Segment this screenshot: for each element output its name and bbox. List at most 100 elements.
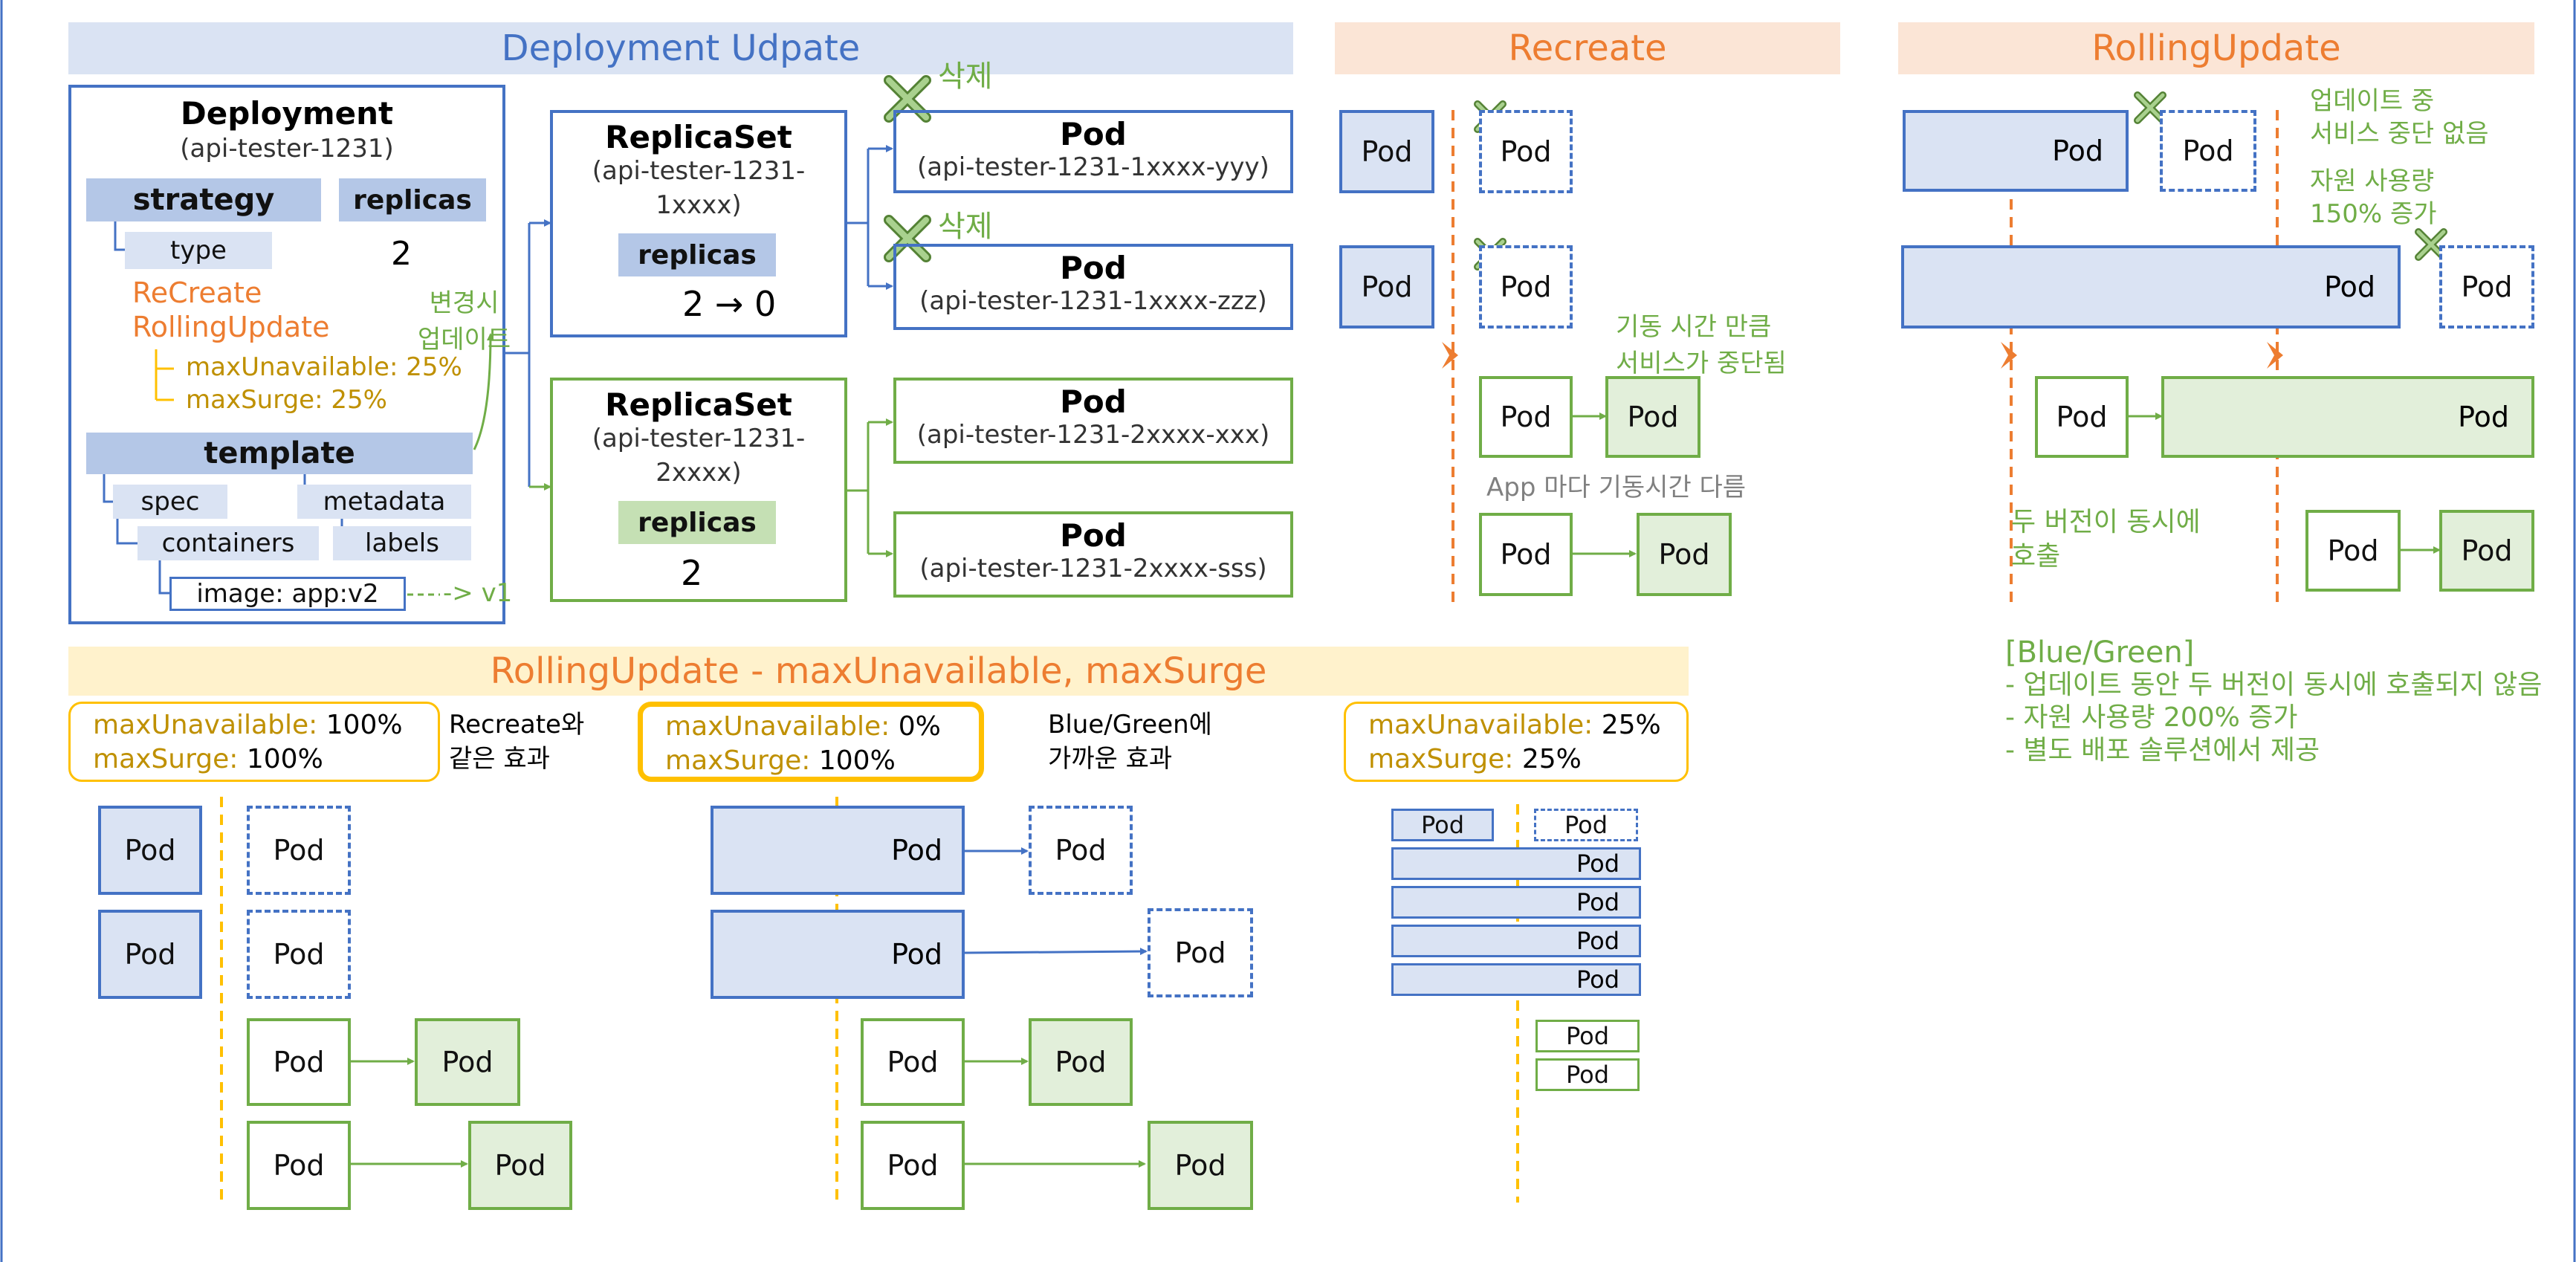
case-3-settings-box: maxUnavailable: 25% maxSurge: 25% bbox=[1344, 702, 1689, 782]
rolling-pod-ready-2: Pod bbox=[2439, 510, 2534, 592]
rollingupdate-banner: RollingUpdate bbox=[1898, 22, 2534, 74]
rolling-resource-line-2: 150% 증가 bbox=[2310, 199, 2437, 229]
case-2-note-line-2: 가까운 효과 bbox=[1048, 744, 1173, 774]
rolling-both-versions-line-1: 두 버전이 동시에 bbox=[2011, 507, 2201, 537]
image-old-version: -> v1 bbox=[443, 578, 513, 608]
bluegreen-line-1: - 업데이트 동안 두 버전이 동시에 호출되지 않음 bbox=[2005, 670, 2543, 700]
replicas-value: 2 bbox=[391, 235, 412, 273]
labels-label: labels bbox=[333, 526, 471, 560]
rolling-both-versions-note: 두 버전이 동시에 호출 bbox=[2011, 505, 2201, 574]
case-2-pod-ready-1: Pod bbox=[1029, 1018, 1133, 1106]
case-2-pod-new-1: Pod bbox=[861, 1018, 965, 1106]
case-1-ms-value: 100% bbox=[246, 744, 323, 774]
pod-1-name: (api-tester-1231-1xxxx-yyy) bbox=[917, 152, 1269, 182]
case-2-mu-key: maxUnavailable: bbox=[665, 711, 890, 742]
case-1-mu: maxUnavailable: 100% bbox=[93, 708, 438, 742]
replicaset-2-replicas-value: 2 bbox=[681, 553, 703, 593]
replicaset-1-title: ReplicaSet bbox=[605, 119, 792, 155]
rs1-to-pods-lines bbox=[847, 145, 893, 290]
case-1-pod-old-1: Pod bbox=[98, 806, 202, 895]
rolling-chevron-1 bbox=[2001, 342, 2017, 369]
change-note-line-2: 업데이트 bbox=[418, 325, 511, 355]
rolling-pod-old-1: Pod bbox=[1903, 110, 2129, 192]
recreate-pod-new-2: Pod bbox=[1479, 513, 1573, 596]
case-3-pod-old-1: Pod bbox=[1391, 809, 1494, 841]
rs2-to-pods-lines bbox=[847, 418, 893, 557]
rolling-both-versions-line-2: 호출 bbox=[2011, 541, 2061, 572]
case-1-note: Recreate와 같은 효과 bbox=[449, 708, 584, 776]
rolling-pod-new-1: Pod bbox=[2035, 376, 2129, 458]
case-1-note-line-1: Recreate와 bbox=[449, 710, 585, 740]
case-1-pod-new-2: Pod bbox=[247, 1121, 351, 1210]
case-3-mu: maxUnavailable: 25% bbox=[1368, 708, 1686, 742]
max-surge-setting: maxSurge: 25% bbox=[186, 385, 387, 415]
recreate-pod-ready-2: Pod bbox=[1637, 513, 1732, 596]
bottom-banner: RollingUpdate - maxUnavailable, maxSurge bbox=[68, 647, 1689, 696]
replicaset-1-box bbox=[550, 110, 847, 337]
replicaset-1-name-2: 1xxxx) bbox=[656, 190, 742, 220]
rolling-pod-old-2: Pod bbox=[1901, 245, 2401, 329]
case-3-mu-value: 25% bbox=[1601, 710, 1661, 740]
pod-4-name: (api-tester-1231-2xxxx-sss) bbox=[919, 554, 1267, 583]
pod-4-label: Pod bbox=[1060, 517, 1127, 554]
case-3-pod-new-1: Pod bbox=[1535, 1020, 1640, 1052]
rolling-resource-note: 자원 사용량 150% 증가 bbox=[2310, 165, 2437, 230]
case-2-note: Blue/Green에 가까운 효과 bbox=[1048, 708, 1212, 776]
replicaset-2-name-1: (api-tester-1231- bbox=[592, 424, 806, 453]
bluegreen-title: [Blue/Green] bbox=[2005, 635, 2195, 670]
rolling-no-downtime-line-1: 업데이트 중 bbox=[2310, 86, 2435, 116]
max-unavailable-setting: maxUnavailable: 25% bbox=[186, 352, 462, 382]
strategy-label: strategy bbox=[86, 178, 321, 221]
case-3-ms-key: maxSurge: bbox=[1368, 744, 1514, 774]
recreate-banner: Recreate bbox=[1335, 22, 1840, 74]
change-note-line-1: 변경시 bbox=[429, 288, 499, 318]
case-3-mu-key: maxUnavailable: bbox=[1368, 710, 1593, 740]
rolling-chevron-2 bbox=[2267, 342, 2283, 369]
case-1-pod-ready-2: Pod bbox=[468, 1121, 572, 1210]
case-3-pod-old-5: Pod bbox=[1391, 963, 1641, 996]
recreate-downtime-line-2: 서비스가 중단됨 bbox=[1616, 349, 1787, 378]
rolling-resource-line-1: 자원 사용량 bbox=[2310, 166, 2435, 196]
replicaset-2-title: ReplicaSet bbox=[605, 386, 792, 423]
recreate-pod-deleted-1: Pod bbox=[1479, 110, 1573, 193]
template-label: template bbox=[86, 433, 473, 474]
recreate-pod-new-1: Pod bbox=[1479, 376, 1573, 458]
case-2-pod-deleted-2: Pod bbox=[1148, 908, 1253, 997]
startup-varies-note: App 마다 기동시간 다름 bbox=[1486, 473, 1747, 502]
deployment-box bbox=[68, 85, 505, 624]
case-2-mu: maxUnavailable: 0% bbox=[665, 710, 979, 744]
recreate-pod-old-2: Pod bbox=[1339, 245, 1434, 329]
delete-label-1: 삭제 bbox=[938, 59, 993, 94]
recreate-pod-deleted-2: Pod bbox=[1479, 245, 1573, 329]
case-1-ms-key: maxSurge: bbox=[93, 744, 239, 774]
pod-1-box: Pod (api-tester-1231-1xxxx-yyy) bbox=[893, 110, 1293, 193]
case-2-note-line-1: Blue/Green에 bbox=[1048, 710, 1212, 740]
replicaset-1-replicas-value: 2 → 0 bbox=[682, 284, 777, 324]
case-2-ms: maxSurge: 100% bbox=[665, 744, 979, 778]
change-note: 변경시 업데이트 bbox=[418, 282, 511, 355]
rolling-no-downtime-note: 업데이트 중 서비스 중단 없음 bbox=[2310, 85, 2489, 150]
case-2-pod-old-2: Pod bbox=[711, 910, 965, 999]
replicaset-1-name-1: (api-tester-1231- bbox=[592, 156, 806, 186]
replicaset-1-replicas-label: replicas bbox=[618, 233, 776, 276]
delete-label-2: 삭제 bbox=[938, 210, 993, 244]
case-3-pod-old-3: Pod bbox=[1391, 886, 1641, 919]
case-3-pod-old-2: Pod bbox=[1391, 847, 1641, 880]
bluegreen-line-2: - 자원 사용량 200% 증가 bbox=[2005, 702, 2298, 733]
case-2-ms-value: 100% bbox=[818, 745, 896, 776]
replicaset-2-name-2: 2xxxx) bbox=[656, 458, 742, 488]
rolling-no-downtime-line-2: 서비스 중단 없음 bbox=[2310, 119, 2489, 149]
case-2-ms-key: maxSurge: bbox=[665, 745, 811, 776]
case-1-mu-value: 100% bbox=[326, 710, 403, 740]
recreate-chevron bbox=[1442, 342, 1458, 369]
pod-2-box: Pod (api-tester-1231-1xxxx-zzz) bbox=[893, 244, 1293, 330]
deployment-title: Deployment bbox=[180, 95, 394, 132]
case-3-pod-new-2: Pod bbox=[1535, 1058, 1640, 1091]
case-3-pod-deleted-1: Pod bbox=[1534, 809, 1638, 841]
metadata-label: metadata bbox=[297, 485, 471, 519]
case-1-pod-deleted-2: Pod bbox=[247, 910, 351, 999]
recreate-pod-ready-1: Pod bbox=[1605, 376, 1700, 458]
image-field: image: app:v2 bbox=[169, 577, 406, 611]
rolling-pod-ready-1: Pod bbox=[2161, 376, 2534, 458]
